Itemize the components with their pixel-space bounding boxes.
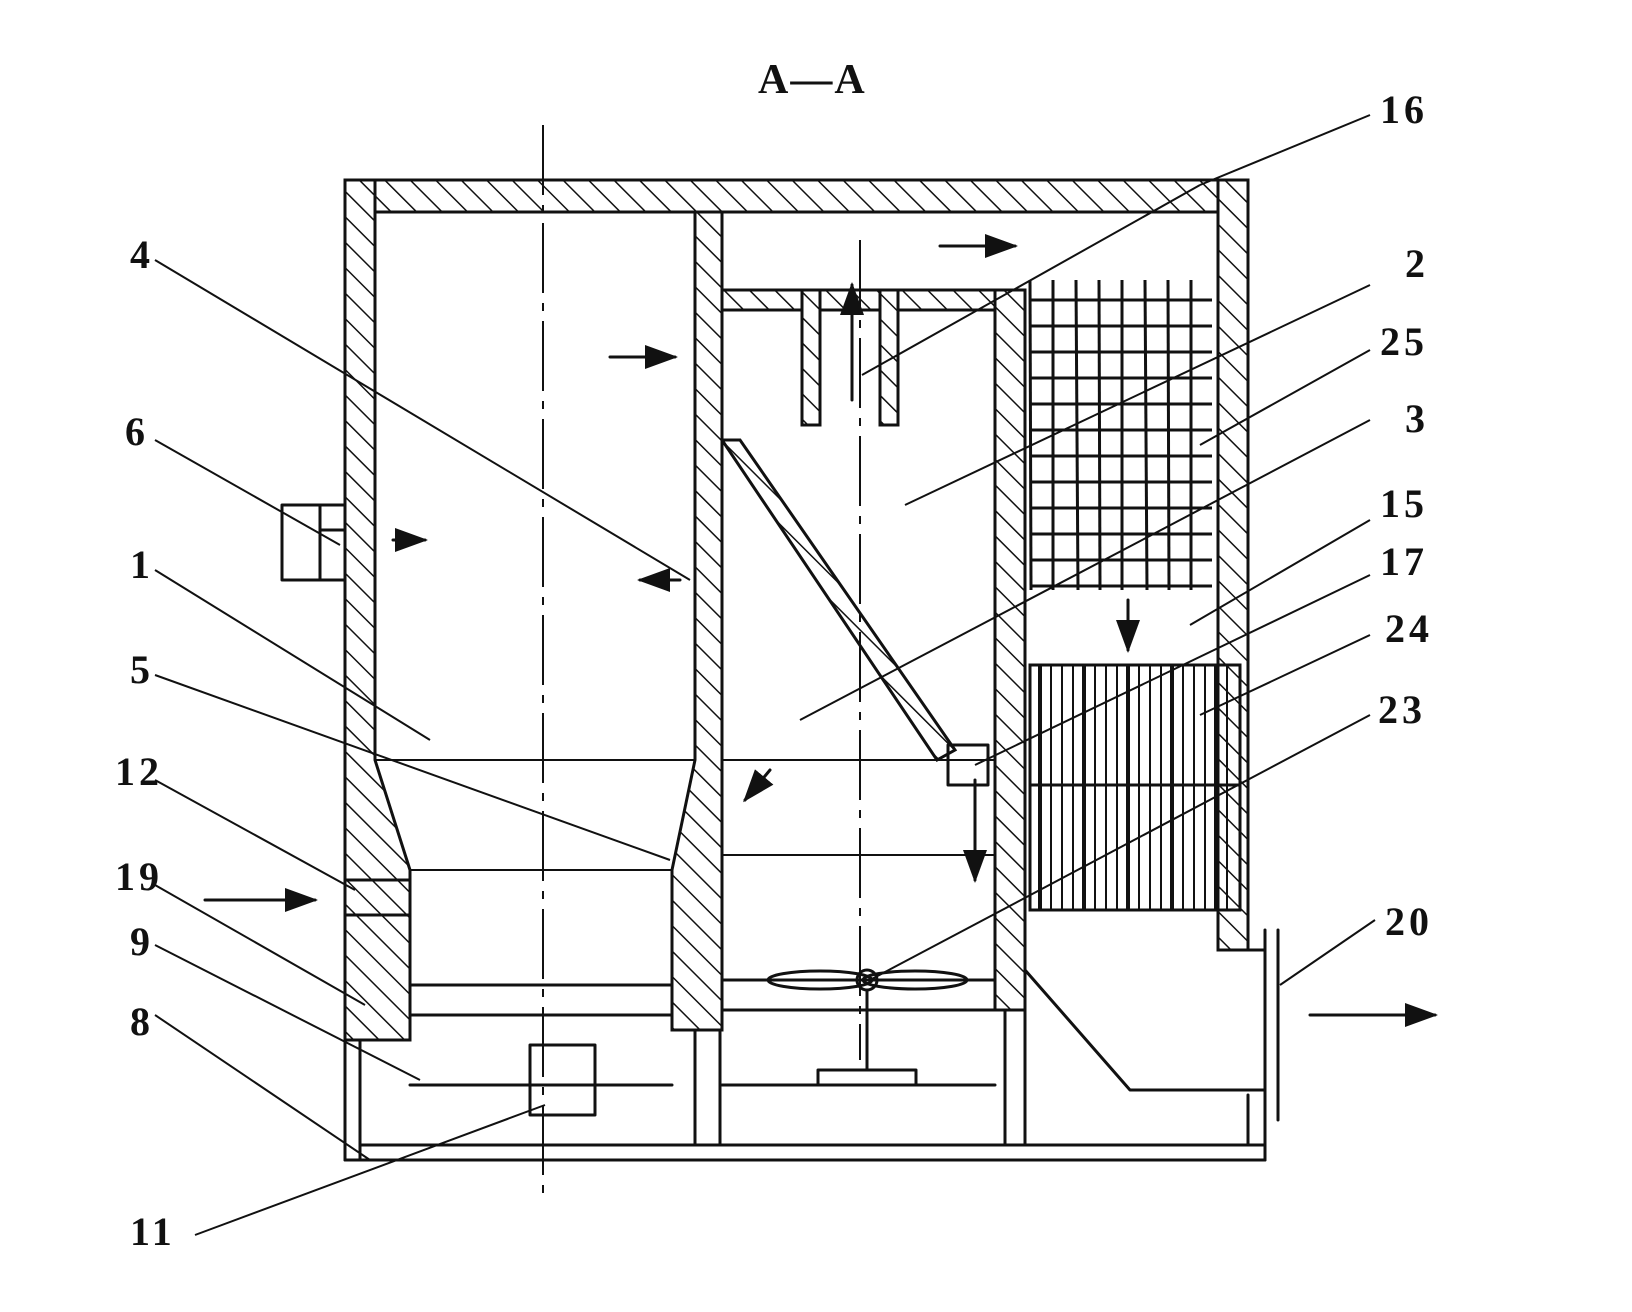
label-3: 3 — [1405, 396, 1429, 441]
label-9: 9 — [130, 919, 154, 964]
centerlines — [542, 125, 861, 1200]
chamber-one — [375, 759, 695, 1087]
label-5: 5 — [130, 647, 154, 692]
outlet-tube — [800, 288, 900, 427]
label-8: 8 — [130, 999, 154, 1044]
baffle-end-block — [946, 743, 990, 787]
chamber-two — [720, 759, 997, 1087]
label-25: 25 — [1380, 319, 1428, 364]
label-19: 19 — [115, 854, 163, 899]
base-frame — [343, 1008, 1267, 1162]
chamber-top-plate — [720, 288, 1020, 312]
leader-lines — [154, 114, 1376, 1236]
outlet-duct — [1023, 928, 1280, 1122]
filter-tubes — [1028, 663, 1242, 912]
label-11: 11 — [130, 1209, 176, 1254]
flow-arrows — [203, 234, 1438, 1027]
label-2: 2 — [1405, 241, 1429, 286]
section-title: A—A — [758, 57, 867, 103]
label-17: 17 — [1380, 539, 1428, 584]
label-12: 12 — [115, 749, 163, 794]
label-6: 6 — [125, 409, 149, 454]
partition-wall — [670, 210, 724, 1032]
label-1: 1 — [130, 542, 154, 587]
label-23: 23 — [1378, 687, 1426, 732]
heat-exchanger-grid — [1028, 279, 1212, 591]
label-4: 4 — [130, 232, 154, 277]
inner-right-wall — [993, 288, 1027, 1012]
side-port — [280, 503, 347, 582]
inlet-opening — [343, 878, 412, 917]
motor-block — [528, 1043, 597, 1117]
inclined-baffle — [719, 438, 958, 762]
label-16: 16 — [1380, 87, 1428, 132]
part-labels: 16 2 25 3 15 17 24 23 20 4 6 1 5 12 19 9… — [115, 87, 1433, 1254]
label-15: 15 — [1380, 481, 1428, 526]
fan — [766, 968, 969, 1087]
label-20: 20 — [1385, 899, 1433, 944]
label-24: 24 — [1385, 606, 1433, 651]
